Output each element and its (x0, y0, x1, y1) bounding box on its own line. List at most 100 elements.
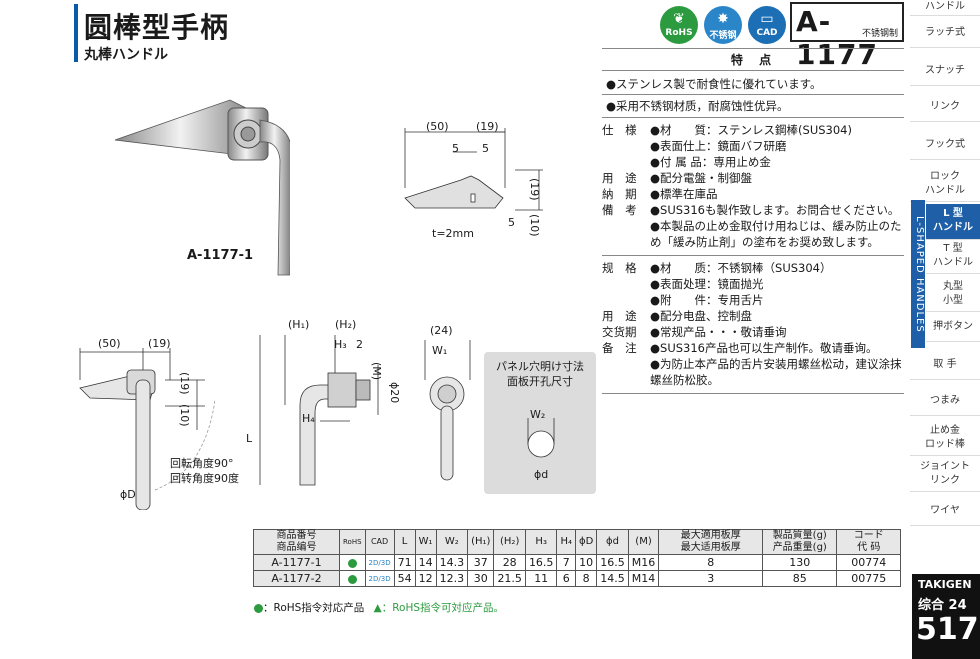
nav-item-snatch[interactable]: スナッチ (910, 64, 980, 86)
table-header: (H₁) (467, 529, 495, 555)
nav-item-latch[interactable]: ラッチ式 (910, 26, 980, 48)
dim-label: (24) (430, 324, 453, 337)
nav-item-round-small[interactable]: 丸型 小型 (926, 280, 980, 312)
nav-item-t-handle[interactable]: T 型 ハンドル (926, 242, 980, 274)
dim-label: H₄ (302, 412, 315, 425)
spec-label: 納 期 (602, 187, 641, 201)
table-header: CAD (364, 529, 395, 555)
table-cell: 16.5 (524, 554, 558, 571)
stainless-icon: ✸ (717, 11, 729, 27)
table-cell: 6 (556, 570, 576, 587)
dim-label: 2 (356, 338, 363, 351)
table-header: L (393, 529, 416, 555)
dim-label: ϕD (120, 488, 136, 501)
nav-item-joint-link[interactable]: ジョイント リンク (910, 460, 980, 492)
dim-label: ϕd (534, 468, 549, 481)
rohs-dot-icon (347, 574, 357, 584)
page-number: 517 (916, 612, 979, 647)
nav-item-stopper[interactable]: 止め金 ロッド棒 (910, 424, 980, 456)
table-header: 製品質量(g) 产品重量(g) (762, 529, 838, 555)
spec-line: ●表面仕上：鏡面バフ研磨 (650, 139, 787, 153)
table-legend: ：RoHS指令対応产品 ▲：RoHS指令可対应产品。 (254, 600, 504, 615)
table-cell: M14 (627, 570, 660, 587)
section-vertical-label: L-SHAPED HANDLES (911, 200, 925, 348)
rohs-cell (339, 570, 366, 587)
table-row: A-1177-2 2D/3D 54 12 12.3 30 21.5 11 6 8… (253, 570, 902, 587)
dim-label: L (246, 432, 253, 445)
table-cell: 85 (762, 570, 838, 587)
table-cell: 21.5 (493, 570, 526, 587)
spec-line: ●SUS316产品也可以生产制作。敬请垂询。 (650, 341, 878, 355)
table-cell: 7 (556, 554, 576, 571)
table-header: 商品番号 商品编号 (253, 529, 340, 555)
plate-drawing (404, 128, 543, 211)
spec-label: 用 途 (602, 309, 641, 323)
table-cell: 3 (658, 570, 764, 587)
dim-label: (19) (476, 120, 499, 133)
table-header: H₃ (524, 529, 558, 555)
panel-title-jp: パネル穴明け寸法 (496, 360, 584, 373)
divider (602, 94, 904, 95)
divider (602, 255, 904, 256)
table-cell: 11 (524, 570, 558, 587)
nav-item-pull-handle[interactable]: 取 手 (910, 358, 980, 380)
cad-link[interactable]: 2D/3D (364, 554, 395, 571)
nav-item-lock-handle[interactable]: ロック ハンドル (910, 170, 980, 202)
table-cell: 12 (414, 570, 437, 587)
dim-label: (50) (426, 120, 449, 133)
table-header: 最大適用板厚 最大适用板厚 (658, 529, 764, 555)
table-cell: 16.5 (596, 554, 629, 571)
model-cell: A-1177-1 (253, 554, 340, 571)
nav-item-wire[interactable]: ワイヤ (910, 504, 980, 526)
cad-badge[interactable]: ▭ CAD (748, 6, 786, 44)
spec-line: ●配分電盤・制御盤 (650, 171, 753, 185)
spec-line: ●配分电盘、控制盘 (650, 309, 753, 323)
side-view-drawing (259, 335, 379, 486)
rohs-dot-icon (254, 603, 263, 613)
dim-label: (19) (148, 337, 171, 350)
thickness-label: t=2mm (432, 227, 474, 240)
dim-label: 5 (452, 142, 459, 155)
page-title: 圆棒型手柄 (84, 11, 230, 44)
front-view-drawing (79, 348, 215, 510)
nav-item-knob[interactable]: つまみ (910, 394, 980, 416)
rohs-dot-icon (347, 558, 357, 568)
divider (602, 70, 904, 71)
spec-line: ●標準在庫品 (650, 187, 718, 201)
features-heading: 特 点 (730, 53, 778, 67)
spec-label: 仕 様 (602, 123, 641, 137)
model-cell: A-1177-2 (253, 570, 340, 587)
panel-title-cn: 面板开孔尺寸 (507, 375, 573, 388)
table-header: W₂ (435, 529, 469, 555)
table-cell: 8 (574, 570, 598, 587)
dim-label: (H₁) (288, 318, 310, 331)
dim-label: W₁ (432, 344, 448, 357)
spec-line: ●付 属 品：専用止め金 (650, 155, 771, 169)
nav-item-push-button[interactable]: 押ボタン (926, 320, 980, 342)
table-header: RoHS (339, 529, 366, 555)
nav-item-hook[interactable]: フック式 (910, 138, 980, 160)
rohs-cell (339, 554, 366, 571)
table-cell: 54 (393, 570, 416, 587)
spec-line: ●材 质：不锈钢棒（SUS304） (650, 261, 832, 275)
nav-item-l-handle[interactable]: L 型 ハンドル (926, 204, 980, 240)
dim-label: (50) (98, 337, 121, 350)
table-header: ϕd (596, 529, 629, 555)
spec-label: 交货期 (602, 325, 637, 339)
nav-item-link[interactable]: リンク (910, 100, 980, 122)
table-header: ϕD (574, 529, 598, 555)
table-header: (H₂) (493, 529, 526, 555)
dim-label: (19) (528, 178, 541, 201)
cad-link[interactable]: 2D/3D (364, 570, 395, 587)
table-cell: 8 (658, 554, 764, 571)
divider (602, 48, 904, 49)
spec-label: 用 途 (602, 171, 641, 185)
nav-item-handle[interactable]: ハンドル (910, 0, 980, 16)
dim-label: (10) (178, 404, 191, 427)
leaf-icon: ❦ (673, 11, 685, 27)
catalog-name: 综合 24 (918, 598, 967, 613)
dim-label: ϕ20 (388, 382, 401, 404)
table-header: コード 代 码 (836, 529, 902, 555)
dim-label: (H₂) (335, 318, 357, 331)
dim-label: (M) (370, 362, 383, 381)
